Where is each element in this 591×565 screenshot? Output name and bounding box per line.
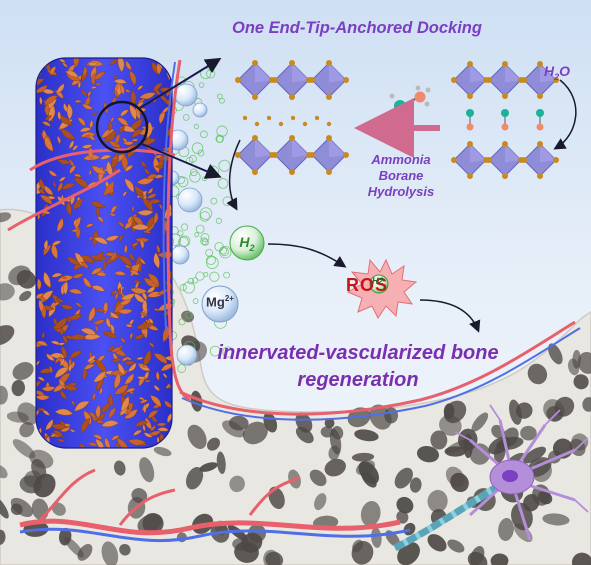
bone-pores: [0, 212, 591, 565]
outcome-label: innervated-vascularized bone regeneratio…: [217, 342, 499, 391]
release-arrow: [226, 139, 241, 211]
blood-vessel-surface: [179, 320, 576, 416]
layered-crystal-structure: [235, 60, 559, 179]
h2-to-ros-arrow: [267, 243, 347, 268]
neuron-cell: [454, 404, 589, 541]
h2-h: H: [239, 234, 250, 250]
hydrolysis-line-2: Borane: [378, 168, 424, 183]
blood-vessel-bottom: [19, 518, 401, 536]
vessel-blue-on-rod: [162, 61, 176, 331]
water-h: H: [544, 63, 555, 79]
h2-sub: 2: [249, 242, 255, 253]
mg-text: Mg: [206, 294, 225, 310]
h2-label: H2: [232, 234, 262, 253]
ros-h2-bubble: [369, 274, 389, 294]
zoom-ray-top: [139, 57, 222, 109]
hydrolysis-label: Ammonia Borane Hydrolysis: [358, 152, 444, 200]
zoom-ray-bottom: [141, 143, 222, 179]
hydrolysis-line-1: Ammonia: [371, 152, 431, 167]
mg-label: Mg2+: [203, 294, 237, 309]
ros-label: ROS: [346, 275, 389, 295]
ros-h2-label: H2: [372, 276, 384, 286]
vessel-blue-surface: [181, 327, 581, 421]
water-label: H2O: [544, 63, 570, 82]
water-o: O: [559, 63, 571, 79]
mechanism-title: One End-Tip-Anchored Docking: [232, 19, 482, 37]
mg-sup: 2+: [224, 294, 234, 303]
nerve-axon: [393, 485, 497, 552]
ros-to-outcome-arrow: [419, 299, 481, 333]
water-sub: 2: [554, 71, 560, 82]
hydrolysis-line-3: Hydrolysis: [367, 184, 435, 199]
zoom-circle: [95, 100, 149, 154]
vessel-on-rod: [7, 59, 191, 402]
h2-bubble: [229, 225, 265, 261]
mg-bubble: [201, 285, 239, 323]
vessel-blue-bottom: [19, 527, 411, 543]
water-arrow: [553, 79, 577, 150]
vessel-branches: [38, 468, 301, 526]
